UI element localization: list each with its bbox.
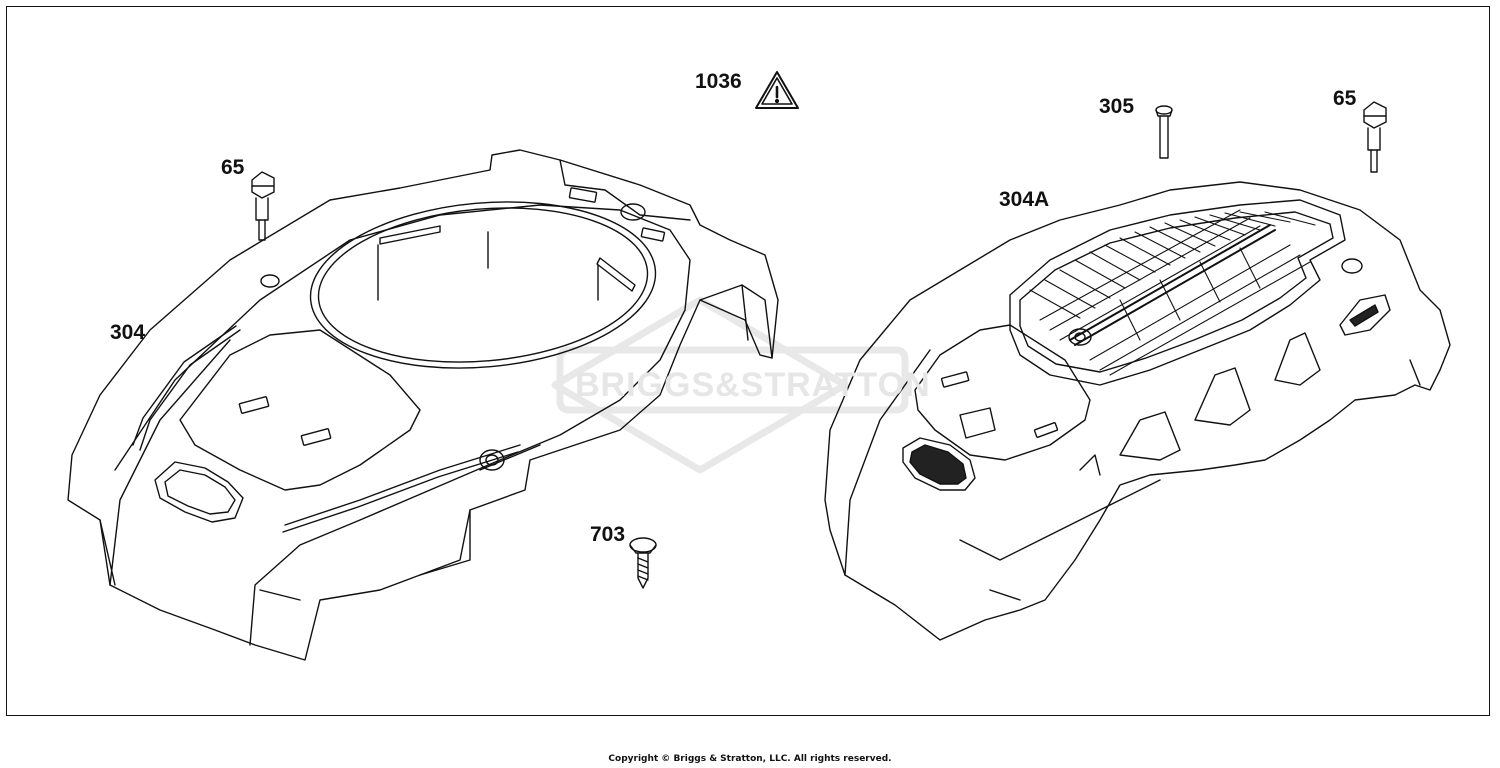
screw-703 [629, 537, 657, 589]
watermark-logo [551, 296, 909, 474]
callout-65-left: 65 [221, 156, 245, 179]
copyright-notice: Copyright © Briggs & Stratton, LLC. All … [608, 754, 892, 764]
warning-triangle-icon [755, 71, 799, 109]
blower-housing-304a [824, 181, 1451, 641]
callout-65-right: 65 [1333, 87, 1357, 110]
callout-305: 305 [1099, 95, 1135, 118]
bolt-65-right [1363, 101, 1387, 173]
callout-703: 703 [590, 523, 626, 546]
callout-304: 304 [110, 321, 146, 344]
callout-1036: 1036 [695, 70, 742, 93]
grille-bars [1029, 209, 1316, 376]
blower-housing-304 [67, 149, 779, 661]
diagram-frame [6, 6, 1490, 716]
bolt-65-left [251, 171, 275, 241]
screw-305 [1155, 105, 1173, 159]
watermark-text: BRIGGS&STRATTON [575, 366, 931, 404]
callout-304a: 304A [999, 188, 1050, 211]
